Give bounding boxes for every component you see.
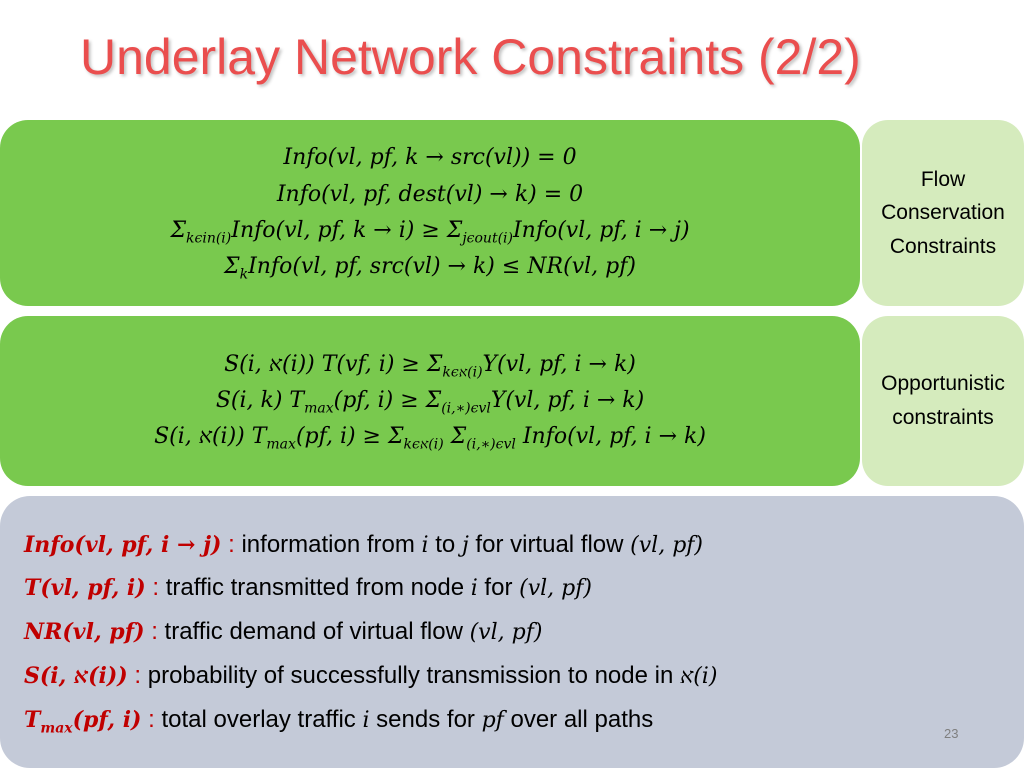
math-variable: א(i)	[680, 663, 718, 689]
definition-text: total overlay traffic	[161, 705, 363, 733]
label-line: Flow	[920, 167, 966, 191]
definition-success-probability: S(i, א(i)) : probability of successfully…	[24, 654, 717, 698]
definition-overlay-traffic: Tmax(pf, i) : total overlay traffic i se…	[24, 698, 653, 742]
definition-text: for	[477, 574, 520, 602]
subscript: jϵout(i)	[462, 230, 513, 247]
equation-demand-limit: ΣkInfo(vl, pf, src(vl) → k) ≤ NR(vl, pf)	[224, 249, 636, 285]
opportunistic-equations-panel: S(i, א(i)) T(vf, i) ≥ Σkϵא(i)Y(vl, pf, i…	[0, 316, 860, 486]
equation-text: Y(vl, pf, i → k)	[482, 351, 636, 377]
subscript: k	[239, 266, 249, 283]
term-text: (pf, i)	[72, 706, 142, 733]
definition-separator: :	[221, 530, 242, 558]
subscript: max	[304, 400, 334, 417]
math-variable: i	[421, 532, 429, 558]
equation-text: Σ	[443, 424, 467, 450]
opportunistic-label-panel: Opportunistic constraints	[862, 316, 1024, 486]
equation-opportunistic-2: S(i, k) Tmax(pf, i) ≥ Σ(i,∗)ϵvlY(vl, pf,…	[216, 383, 644, 419]
definition-demand: NR(vl, pf) : traffic demand of virtual f…	[24, 610, 542, 654]
math-variable: (vl, pf)	[469, 620, 543, 646]
equation-text: Info(vl, pf, k → i) ≥ Σ	[231, 218, 463, 243]
definition-info: Info(vl, pf, i → j) : information from i…	[24, 523, 703, 567]
equation-dest-zero: Info(vl, pf, dest(vl) → k) = 0	[277, 177, 583, 213]
definition-term: Tmax(pf, i)	[24, 706, 142, 736]
equation-text: S(i, k) T	[215, 387, 305, 413]
definition-separator: :	[127, 661, 148, 689]
math-variable: pf	[481, 707, 504, 733]
equation-text: S(i, א(i)) T(vf, i) ≥ Σ	[224, 351, 443, 377]
flow-conservation-equations-panel: Info(vl, pf, k → src(vl)) = 0 Info(vl, p…	[0, 120, 860, 306]
equation-text: Info(vl, pf, i → k)	[515, 424, 706, 450]
definition-traffic: T(vl, pf, i) : traffic transmitted from …	[24, 566, 592, 610]
equation-text: S(i, א(i)) T	[154, 424, 267, 450]
math-variable: i	[470, 576, 478, 602]
definition-text: probability of successfully transmission…	[147, 661, 680, 689]
definition-text: over all paths	[503, 705, 654, 733]
definition-text: traffic transmitted from node	[165, 574, 471, 602]
equation-text: Info(vl, pf, i → j)	[512, 218, 690, 243]
subscript: kϵא(i)	[442, 363, 483, 380]
definition-text: for virtual flow	[468, 530, 631, 558]
definition-separator: :	[144, 618, 165, 646]
definition-text: sends for	[369, 705, 482, 733]
definition-term: NR(vl, pf)	[24, 619, 145, 646]
definition-text: information from	[241, 530, 422, 558]
subscript: (i,∗)ϵvl	[466, 436, 516, 453]
definition-term: T(vl, pf, i)	[24, 575, 146, 602]
subscript: max	[266, 436, 296, 453]
label-line: Conservation	[881, 201, 1005, 225]
equation-text: (pf, i) ≥ Σ	[295, 424, 404, 450]
equation-opportunistic-3: S(i, א(i)) Tmax(pf, i) ≥ Σkϵא(i) Σ(i,∗)ϵ…	[154, 419, 706, 455]
equation-opportunistic-1: S(i, א(i)) T(vf, i) ≥ Σkϵא(i)Y(vl, pf, i…	[224, 347, 636, 383]
subscript: max	[40, 719, 73, 736]
page-number: 23	[944, 726, 959, 741]
definition-term: S(i, א(i))	[24, 662, 128, 689]
definition-separator: :	[145, 574, 166, 602]
term-text: T	[24, 706, 41, 733]
equation-text: Y(vl, pf, i → k)	[490, 387, 645, 413]
definition-text: to	[428, 530, 462, 558]
equation-text: Info(vl, pf, dest(vl) → k) = 0	[276, 181, 584, 207]
subscript: (i,∗)ϵvl	[441, 400, 491, 417]
flow-conservation-label-panel: Flow Conservation Constraints	[862, 120, 1024, 306]
equation-text: Info(vl, pf, k → src(vl)) = 0	[283, 145, 577, 171]
sum-symbol: Σ	[224, 254, 240, 280]
equation-text: Info(vl, pf, src(vl) → k) ≤ NR(vl, pf)	[248, 254, 636, 280]
definitions-panel: Info(vl, pf, i → j) : information from i…	[0, 496, 1024, 768]
math-variable: (vl, pf)	[630, 532, 703, 558]
sum-symbol: Σ	[170, 218, 187, 243]
label-line: Opportunistic	[881, 372, 1005, 396]
subscript: kϵin(i)	[186, 230, 232, 247]
label-line: Constraints	[889, 234, 997, 258]
equation-src-zero: Info(vl, pf, k → src(vl)) = 0	[283, 140, 576, 176]
equation-text: (pf, i) ≥ Σ	[333, 387, 442, 413]
definition-text: traffic demand of virtual flow	[164, 618, 470, 646]
equation-flow-balance: Σkϵin(i)Info(vl, pf, k → i) ≥ Σjϵout(i)I…	[170, 213, 689, 249]
definition-separator: :	[141, 705, 162, 733]
math-variable: (vl, pf)	[519, 576, 592, 602]
label-line: constraints	[892, 406, 994, 429]
math-variable: i	[362, 707, 370, 733]
definition-term: Info(vl, pf, i → j)	[24, 531, 222, 558]
subscript: kϵא(i)	[403, 436, 444, 453]
math-variable: j	[461, 532, 469, 558]
slide-title: Underlay Network Constraints (2/2)	[80, 29, 861, 85]
